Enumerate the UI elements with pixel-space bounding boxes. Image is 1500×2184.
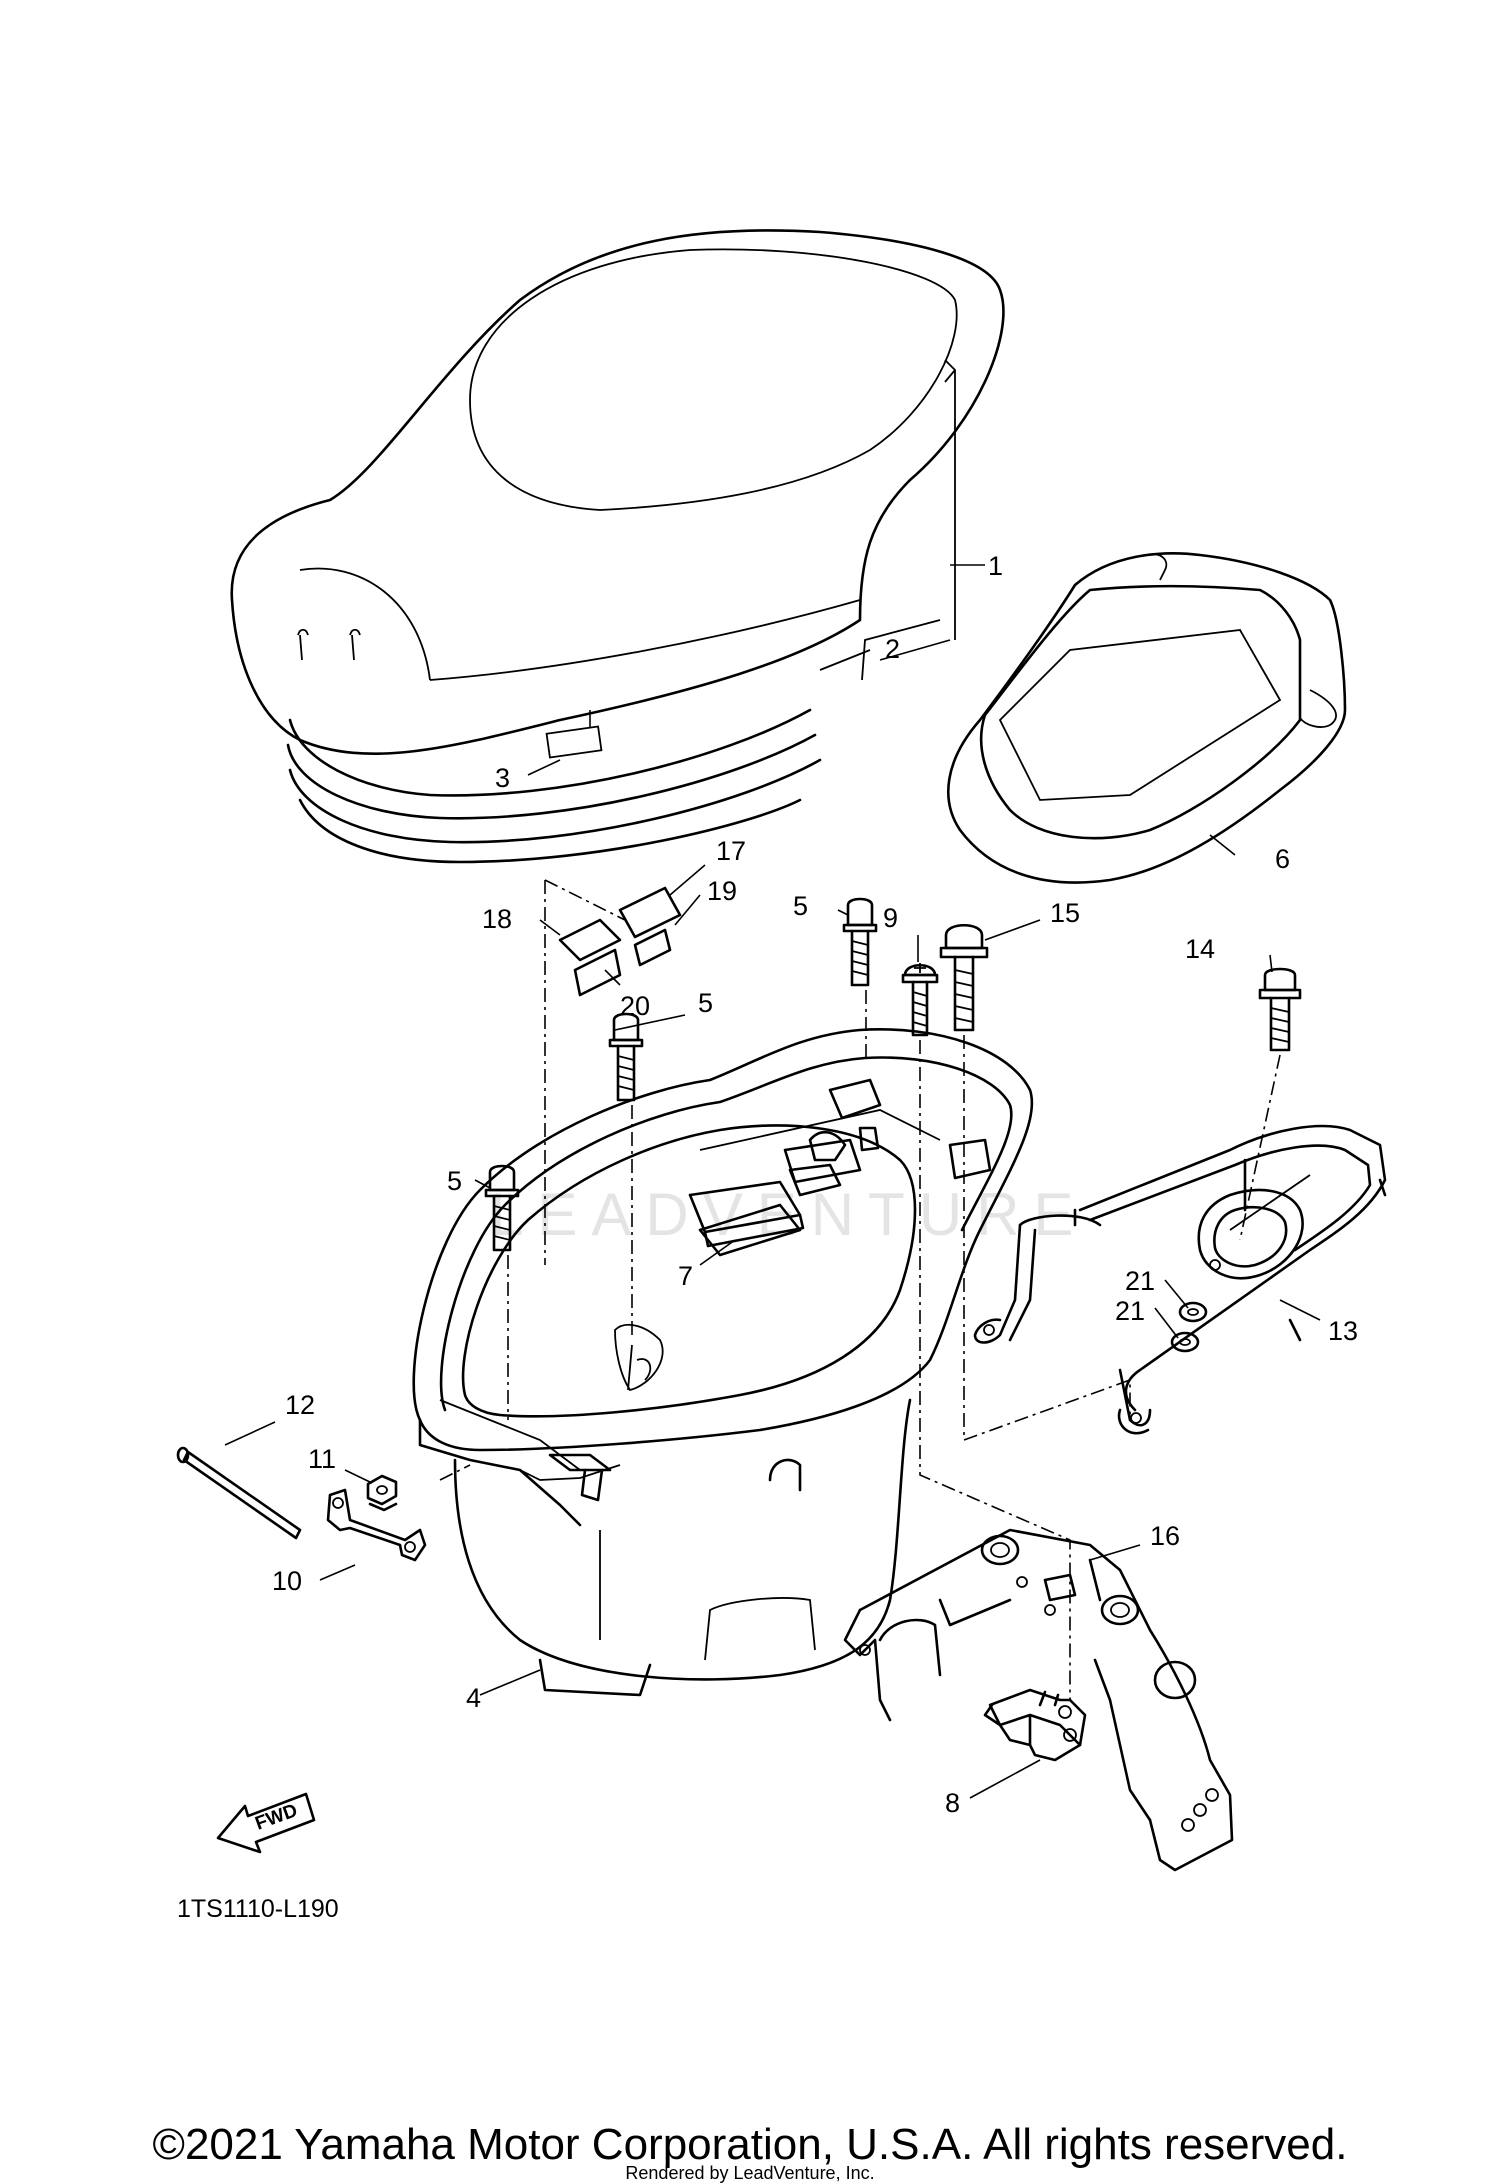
callout-10: 10	[272, 1566, 302, 1596]
callout-21-lower: 21	[1115, 1296, 1145, 1326]
bracket-part	[843, 1528, 1234, 1872]
bolt-5-left	[484, 1164, 520, 1252]
callout-9: 9	[883, 903, 898, 933]
callout-17: 17	[716, 836, 746, 866]
assembly-lines	[439, 879, 1281, 1700]
screw-9	[901, 963, 939, 1037]
callout-7: 7	[678, 1261, 693, 1291]
callout-numbers: 1 2 3 4 5 5 5 6 7 8 9 10 11 12 13 14 15 …	[272, 551, 1358, 1818]
seat-pad-part	[947, 552, 1347, 884]
callout-12: 12	[285, 1390, 315, 1420]
callout-14: 14	[1185, 934, 1215, 964]
callout-5-left: 5	[447, 1166, 462, 1196]
pad-part-7	[688, 1138, 862, 1248]
leader-lines	[224, 564, 1321, 1799]
bolt-5-mid	[608, 1012, 644, 1102]
washer-21b	[1170, 1331, 1200, 1353]
callout-20: 20	[620, 991, 650, 1021]
callout-18: 18	[482, 904, 512, 934]
pin-part-12	[176, 1446, 302, 1540]
callout-4: 4	[466, 1683, 481, 1713]
callout-19: 19	[707, 876, 737, 906]
drawing-code: 1TS1110-L190	[177, 1895, 339, 1923]
rendered-by-notice: Rendered by LeadVenture, Inc.	[625, 2163, 875, 2183]
callout-11: 11	[308, 1444, 336, 1474]
decals-17-20	[558, 886, 682, 997]
callout-3: 3	[495, 763, 510, 793]
carrier-part	[973, 1124, 1387, 1435]
fwd-label: FWD	[253, 1800, 301, 1835]
callout-5-right: 5	[793, 891, 808, 921]
nut-part-11	[366, 1474, 398, 1512]
copyright-notice: ©2021 Yamaha Motor Corporation, U.S.A. A…	[152, 2120, 1348, 2169]
callout-2: 2	[885, 634, 900, 664]
callout-16: 16	[1150, 1521, 1180, 1551]
bolt-14	[1258, 967, 1302, 1052]
callout-13: 13	[1328, 1316, 1358, 1346]
fwd-arrow: FWD	[216, 1792, 316, 1854]
switch-part	[983, 1688, 1087, 1762]
storage-box-part	[412, 1028, 1034, 1697]
callout-21-upper: 21	[1125, 1266, 1155, 1296]
callout-8: 8	[945, 1788, 960, 1818]
callout-5-center: 5	[698, 988, 713, 1018]
callout-15: 15	[1050, 898, 1080, 928]
callout-1: 1	[988, 551, 1003, 581]
callout-6: 6	[1275, 844, 1290, 874]
bracket-part-10	[326, 1488, 427, 1562]
seat-part	[230, 229, 1005, 864]
washer-21a	[1178, 1301, 1208, 1323]
bolt-15	[939, 923, 989, 1032]
bolt-5-right	[842, 897, 878, 987]
